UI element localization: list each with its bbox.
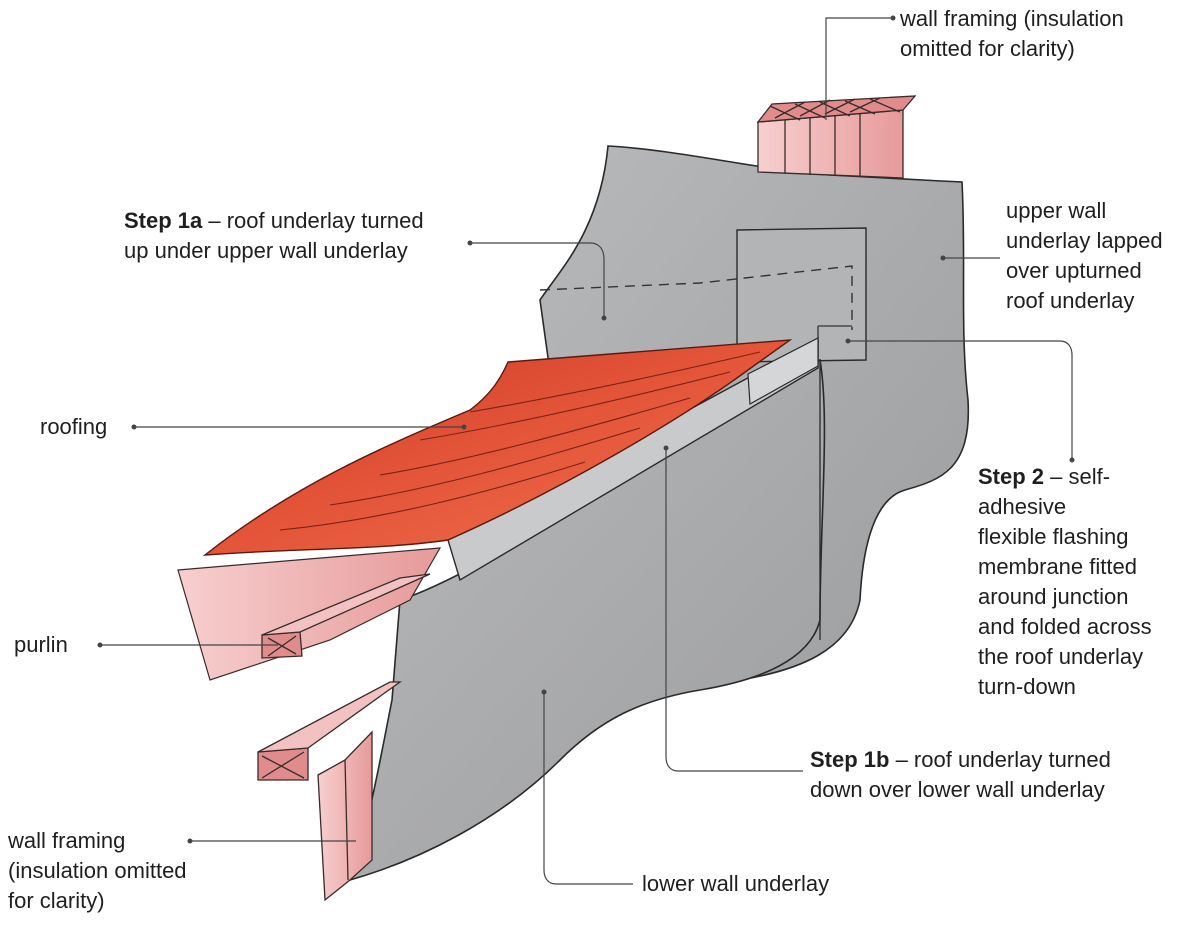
label-step2-title: Step 2 bbox=[978, 464, 1045, 489]
label-lower-wall-underlay: lower wall underlay bbox=[642, 871, 830, 896]
label-line: wall framing (insulation bbox=[900, 6, 1124, 31]
label-upper-wall-underlay: upper wall underlay lapped over upturned… bbox=[1006, 196, 1163, 316]
label-line: over upturned bbox=[1006, 258, 1142, 283]
label-roofing: roofing bbox=[40, 414, 108, 439]
roof-framing bbox=[177, 547, 442, 681]
label-line: roof underlay bbox=[1006, 288, 1135, 313]
lower-wall-framing bbox=[257, 681, 403, 902]
label-step1a: Step 1a – roof underlay turned up under … bbox=[124, 206, 424, 266]
label-line: around junction bbox=[978, 584, 1129, 609]
label-line: up under upper wall underlay bbox=[124, 238, 408, 263]
label-line: wall framing bbox=[8, 828, 126, 853]
label-line: adhesive bbox=[978, 494, 1067, 519]
label-line: (insulation omitted bbox=[8, 858, 187, 883]
label-line: membrane fitted bbox=[978, 554, 1137, 579]
label-wall-framing-bottom: wall framing (insulation omitted for cla… bbox=[8, 826, 187, 916]
label-step1b-title: Step 1b bbox=[810, 747, 890, 772]
label-line: – self- bbox=[1044, 464, 1111, 489]
leader-lines bbox=[100, 17, 1073, 885]
label-line: – roof underlay turned bbox=[889, 747, 1111, 772]
label-wall-framing-top: wall framing (insulation omitted for cla… bbox=[900, 4, 1124, 64]
roofing-corrugations bbox=[279, 351, 761, 531]
label-step1a-title: Step 1a bbox=[124, 208, 203, 233]
label-line: down over lower wall underlay bbox=[810, 777, 1105, 802]
flashing-membrane-upper bbox=[736, 227, 867, 363]
leader-dots bbox=[97, 15, 1075, 844]
label-line: the roof underlay bbox=[978, 644, 1144, 669]
label-line: upper wall bbox=[1006, 198, 1107, 223]
label-purlin: purlin bbox=[14, 632, 68, 657]
label-line: and folded across bbox=[978, 614, 1152, 639]
label-line: turn-down bbox=[978, 674, 1076, 699]
label-step1b: Step 1b – roof underlay turned down over… bbox=[810, 745, 1111, 805]
label-line: omitted for clarity) bbox=[900, 36, 1075, 61]
purlin-illustration bbox=[261, 573, 431, 659]
label-line: flexible flashing bbox=[978, 524, 1129, 549]
label-line: for clarity) bbox=[8, 888, 105, 913]
label-step2: Step 2 – self- adhesive flexible flashin… bbox=[978, 462, 1152, 702]
label-line: – roof underlay turned bbox=[202, 208, 424, 233]
upper-wall-framing bbox=[756, 95, 917, 179]
label-line: underlay lapped bbox=[1006, 228, 1163, 253]
